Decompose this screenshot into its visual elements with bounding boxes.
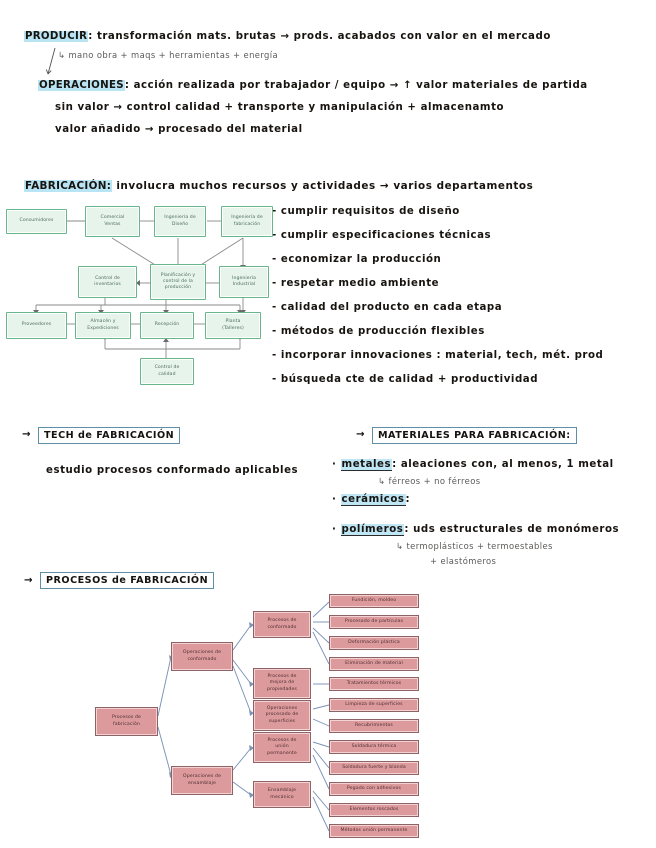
tree-leaf-roscados: Elementos roscados: [329, 803, 419, 817]
operaciones-keyword: OPERACIONES: [38, 80, 125, 91]
ceramicos-rest: :: [405, 494, 411, 505]
tree-leaf-recubrimientos: Recubrimientos: [329, 719, 419, 733]
operaciones-line2: sin valor → control calidad + transporte…: [55, 102, 505, 113]
tech-arrow: →: [22, 429, 32, 440]
materiales-item-metales: · metales: aleaciones con, al menos, 1 m…: [332, 459, 614, 471]
org-box-consumidores: Consumidores: [6, 209, 67, 234]
fab-bullet-7: - búsqueda cte de calidad + productivida…: [272, 374, 539, 385]
tree-leaf-fundicion: Fundición, moldeo: [329, 594, 419, 608]
operaciones-line1: OPERACIONES: acción realizada por trabaj…: [38, 80, 588, 91]
tree-leaf-deformacion: Deformación plástica: [329, 636, 419, 650]
fab-bullet-1: - cumplir especificaciones técnicas: [272, 230, 492, 241]
materiales-arrow: →: [356, 429, 366, 440]
polimeros-bullet: ·: [332, 524, 337, 535]
fabricacion-keyword: FABRICACIÓN:: [24, 180, 113, 192]
fab-bullet-4: - calidad del producto en cada etapa: [272, 302, 503, 313]
tree-leaf-pegado: Pegado con adhesivos: [329, 782, 419, 796]
fab-bullet-0: - cumplir requisitos de diseño: [272, 206, 460, 217]
org-box-proveedores: Proveedores: [6, 312, 67, 339]
materiales-item-polimeros: · polímeros: uds estructurales de monóme…: [332, 524, 620, 536]
producir-sub: ↳ mano obra + maqs + herramientas + ener…: [58, 50, 279, 60]
fabricacion-text: involucra muchos recursos y actividades …: [116, 180, 534, 192]
procesos-arrow: →: [24, 575, 34, 586]
tree-leaf-tratamientos: Tratamientos térmicos: [329, 677, 419, 691]
metales-rest: : aleaciones con, al menos, 1 metal: [392, 459, 614, 470]
procesos-title-box: PROCESOS de FABRICACIÓN: [40, 572, 215, 589]
fab-bullet-5: - métodos de producción flexibles: [272, 326, 485, 337]
metales-bullet: ·: [332, 459, 337, 470]
producir-keyword: PRODUCIR: [24, 31, 89, 42]
polimeros-sub2: + elastómeros: [430, 556, 497, 566]
fabricacion-line: FABRICACIÓN: involucra muchos recursos y…: [24, 180, 533, 192]
fab-bullet-3: - respetar medio ambiente: [272, 278, 440, 289]
polimeros-rest: : uds estructurales de monómeros: [404, 524, 620, 535]
polimeros-sub: ↳ termoplásticos + termoestables: [396, 541, 553, 551]
ceramicos-term: cerámicos: [340, 494, 406, 506]
tree-leaf-particulas: Procesado de partículas: [329, 615, 419, 629]
tree-leaf-eliminacion: Eliminación de material: [329, 657, 419, 671]
materiales-item-ceramicos: · cerámicos:: [332, 494, 411, 506]
operaciones-text1: : acción realizada por trabajador / equi…: [124, 80, 588, 91]
polimeros-term: polímeros: [340, 524, 405, 536]
metales-sub: ↳ férreos + no férreos: [378, 476, 481, 486]
org-box-planta: Planta(Talleres): [205, 312, 261, 339]
ceramicos-bullet: ·: [332, 494, 337, 505]
producir-line: PRODUCIR: transformación mats. brutas → …: [24, 31, 551, 42]
org-box-recepcion: Recepción: [140, 312, 194, 339]
tree-leaf-soldadura-fuerte: Soldadura fuerte y blanda: [329, 761, 419, 775]
producir-text: : transformación mats. brutas → prods. a…: [88, 31, 551, 42]
tech-body: estudio procesos conformado aplicables: [46, 465, 299, 476]
tree-leaf-soldadura-termica: Soldadura térmica: [329, 740, 419, 754]
materiales-title-box: MATERIALES PARA FABRICACIÓN:: [372, 427, 577, 444]
tree-leaf-metodos-union: Métodos unión permanente: [329, 824, 419, 838]
tech-title-box: TECH de FABRICACIÓN: [38, 427, 181, 444]
fab-bullet-2: - economizar la producción: [272, 254, 442, 265]
fab-bullet-6: - incorporar innovaciones : material, te…: [272, 350, 604, 361]
tree-leaf-limpieza: Limpieza de superficies: [329, 698, 419, 712]
metales-term: metales: [340, 459, 393, 471]
operaciones-line3: valor añadido → procesado del material: [55, 124, 303, 135]
